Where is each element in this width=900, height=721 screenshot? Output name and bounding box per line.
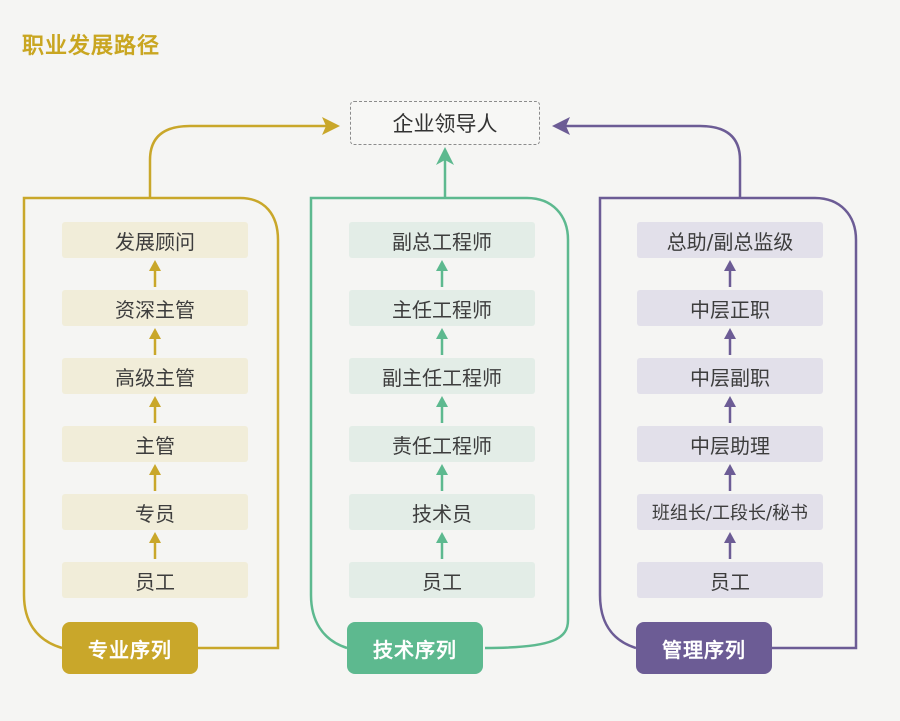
arrow-up-icon: [62, 462, 248, 494]
list-item: 中层副职: [637, 358, 823, 394]
list-item: 高级主管: [62, 358, 248, 394]
technical-series-badge: 技术序列: [347, 622, 483, 674]
list-item: 员工: [349, 562, 535, 598]
list-item: 员工: [637, 562, 823, 598]
list-item: 中层正职: [637, 290, 823, 326]
management-frame: [598, 196, 858, 650]
arrow-up-icon: [349, 394, 535, 426]
arrow-up-icon: [349, 462, 535, 494]
list-item: 发展顾问: [62, 222, 248, 258]
technical-frame: [309, 196, 570, 650]
professional-arrow-to-top: [148, 124, 330, 198]
page-title: 职业发展路径: [22, 34, 161, 59]
list-item: 资深主管: [62, 290, 248, 326]
list-item: 副主任工程师: [349, 358, 535, 394]
arrow-up-icon: [349, 530, 535, 562]
technical-column: 副总工程师 主任工程师 副主任工程师 责任工程师 技术员 员工: [349, 222, 535, 598]
list-item: 中层助理: [637, 426, 823, 462]
list-item: 专员: [62, 494, 248, 530]
arrow-up-icon: [637, 530, 823, 562]
arrow-up-icon: [637, 394, 823, 426]
arrow-up-icon: [349, 326, 535, 358]
arrow-up-icon: [62, 258, 248, 290]
arrow-up-icon: [637, 326, 823, 358]
list-item: 技术员: [349, 494, 535, 530]
list-item: 员工: [62, 562, 248, 598]
top-leader-box: 企业领导人: [350, 101, 540, 145]
arrow-up-icon: [62, 326, 248, 358]
management-column: 总助/副总监级 中层正职 中层副职 中层助理 班组长/工段长/秘书 员工: [637, 222, 823, 598]
list-item: 副总工程师: [349, 222, 535, 258]
list-item: 总助/副总监级: [637, 222, 823, 258]
professional-column: 发展顾问 资深主管 高级主管 主管 专员 员工: [62, 222, 248, 598]
arrow-up-icon: [637, 462, 823, 494]
arrow-up-icon: [349, 258, 535, 290]
arrow-up-icon: [62, 394, 248, 426]
list-item: 主管: [62, 426, 248, 462]
management-series-badge: 管理序列: [636, 622, 772, 674]
list-item: 班组长/工段长/秘书: [637, 494, 823, 530]
list-item: 责任工程师: [349, 426, 535, 462]
arrow-up-icon: [62, 530, 248, 562]
arrow-up-icon: [637, 258, 823, 290]
list-item: 主任工程师: [349, 290, 535, 326]
professional-series-badge: 专业序列: [62, 622, 198, 674]
management-arrow-to-top: [565, 124, 742, 198]
professional-frame: [22, 196, 280, 650]
